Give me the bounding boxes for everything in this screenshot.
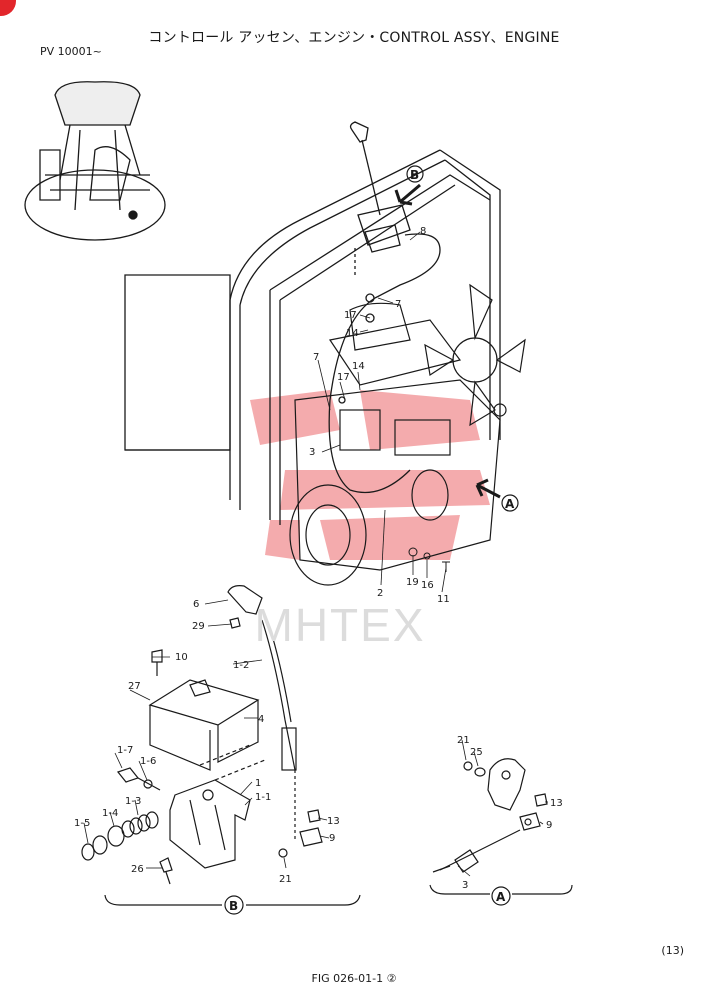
callout-1-3: 1-3	[125, 796, 141, 807]
detail-b-assembly	[81, 585, 323, 885]
engine-leaders	[317, 231, 447, 593]
callout-17-lower: 17	[337, 372, 350, 383]
view-a-label: A	[505, 497, 515, 511]
callout-4: 4	[258, 714, 264, 725]
view-b-label: B	[410, 168, 419, 182]
callout-9-a: 9	[546, 820, 552, 831]
callout-3-engine: 3	[309, 447, 315, 458]
callout-7-lower: 7	[313, 352, 319, 363]
callout-13: 13	[327, 816, 340, 827]
detail-leaders	[83, 599, 548, 877]
view-a-arrow	[475, 478, 519, 512]
callout-19: 19	[406, 577, 419, 588]
engine-block	[289, 283, 526, 586]
callout-10: 10	[175, 652, 188, 663]
callout-2: 2	[377, 588, 383, 599]
serial-range: PV 10001~	[40, 45, 102, 58]
callout-21-a: 21	[457, 735, 470, 746]
callout-17-upper: 17	[344, 310, 357, 321]
callout-9: 9	[329, 833, 335, 844]
detail-b-bracket	[104, 894, 361, 915]
callout-14-lower: 14	[352, 361, 365, 372]
callout-1-5: 1-5	[74, 818, 90, 829]
callout-27: 27	[128, 681, 141, 692]
callout-11: 11	[437, 594, 450, 605]
callout-1-6: 1-6	[140, 756, 156, 767]
detail-b-label: B	[229, 899, 238, 913]
callout-25: 25	[470, 747, 483, 758]
detail-a-bracket	[429, 884, 573, 906]
callout-14-upper: 14	[346, 328, 359, 339]
view-b-arrow	[394, 165, 424, 206]
callout-7-upper: 7	[395, 299, 401, 310]
watermark-text: MHTEX	[254, 599, 426, 651]
machine-frame	[124, 149, 501, 525]
detail-a-assembly	[432, 758, 548, 873]
engine-control-lever	[328, 121, 441, 494]
callout-21-b: 21	[279, 874, 292, 885]
callout-1-2: 1-2	[233, 660, 249, 671]
machine-thumbnail	[24, 81, 166, 241]
callout-16: 16	[421, 580, 434, 591]
page-title: コントロール アッセン、エンジン・CONTROL ASSY、ENGINE	[148, 30, 560, 46]
callout-13-a: 13	[550, 798, 563, 809]
callout-26: 26	[131, 864, 144, 875]
callout-1: 1	[255, 778, 261, 789]
figure-number: FIG 026-01-1 ②	[311, 972, 397, 985]
callout-1-1: 1-1	[255, 792, 271, 803]
detail-a-label: A	[496, 890, 506, 904]
callout-3-a: 3	[462, 880, 468, 891]
callout-1-7: 1-7	[117, 745, 133, 756]
watermark-logo	[250, 390, 490, 560]
callout-6: 6	[193, 599, 199, 610]
callout-8: 8	[420, 226, 426, 237]
callout-29: 29	[192, 621, 205, 632]
callout-1-4: 1-4	[102, 808, 118, 819]
page-number: (13)	[661, 944, 684, 957]
